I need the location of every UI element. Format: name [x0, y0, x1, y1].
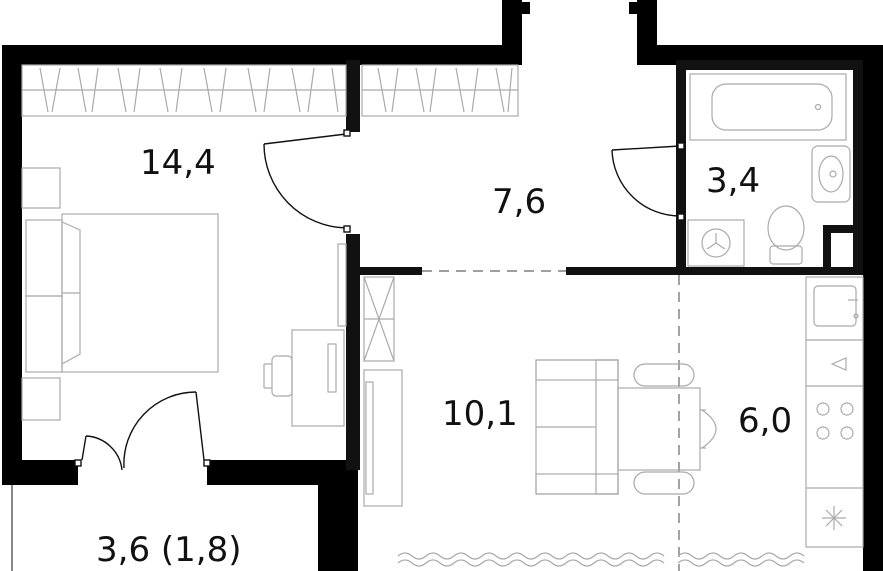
- tv-stand: [363, 369, 403, 507]
- curtain: [397, 552, 805, 567]
- washbasin: [811, 145, 851, 203]
- wardrobe-hall: [361, 64, 519, 117]
- bathtub: [689, 73, 847, 141]
- zone-dividers: [422, 270, 680, 571]
- fridge-snowflake-icon: [822, 506, 846, 530]
- kitchen-counter: [805, 276, 864, 548]
- shelf-bedroom: [337, 243, 347, 327]
- washing-machine: [687, 219, 745, 267]
- desk: [263, 329, 345, 427]
- bathroom-area-label: 3,4: [706, 161, 761, 201]
- cooktop: [816, 402, 854, 440]
- kitchen-area-label: 6,0: [738, 401, 793, 441]
- balcony-area-label: 3,6 (1,8): [96, 530, 242, 570]
- bedroom-area-label: 14,4: [140, 143, 216, 183]
- hood-icon: [830, 357, 847, 371]
- dining-set: [617, 363, 717, 495]
- living-room-area-label: 10,1: [442, 394, 518, 434]
- wardrobe-bedroom: [21, 64, 347, 117]
- bed: [21, 167, 219, 421]
- sofa: [535, 359, 619, 495]
- inner-walls: [346, 60, 863, 470]
- toilet: [767, 205, 805, 265]
- hall-area-label: 7,6: [492, 182, 547, 222]
- sink: [813, 285, 859, 327]
- doors: [74, 129, 685, 471]
- tall-cabinet: [363, 276, 395, 362]
